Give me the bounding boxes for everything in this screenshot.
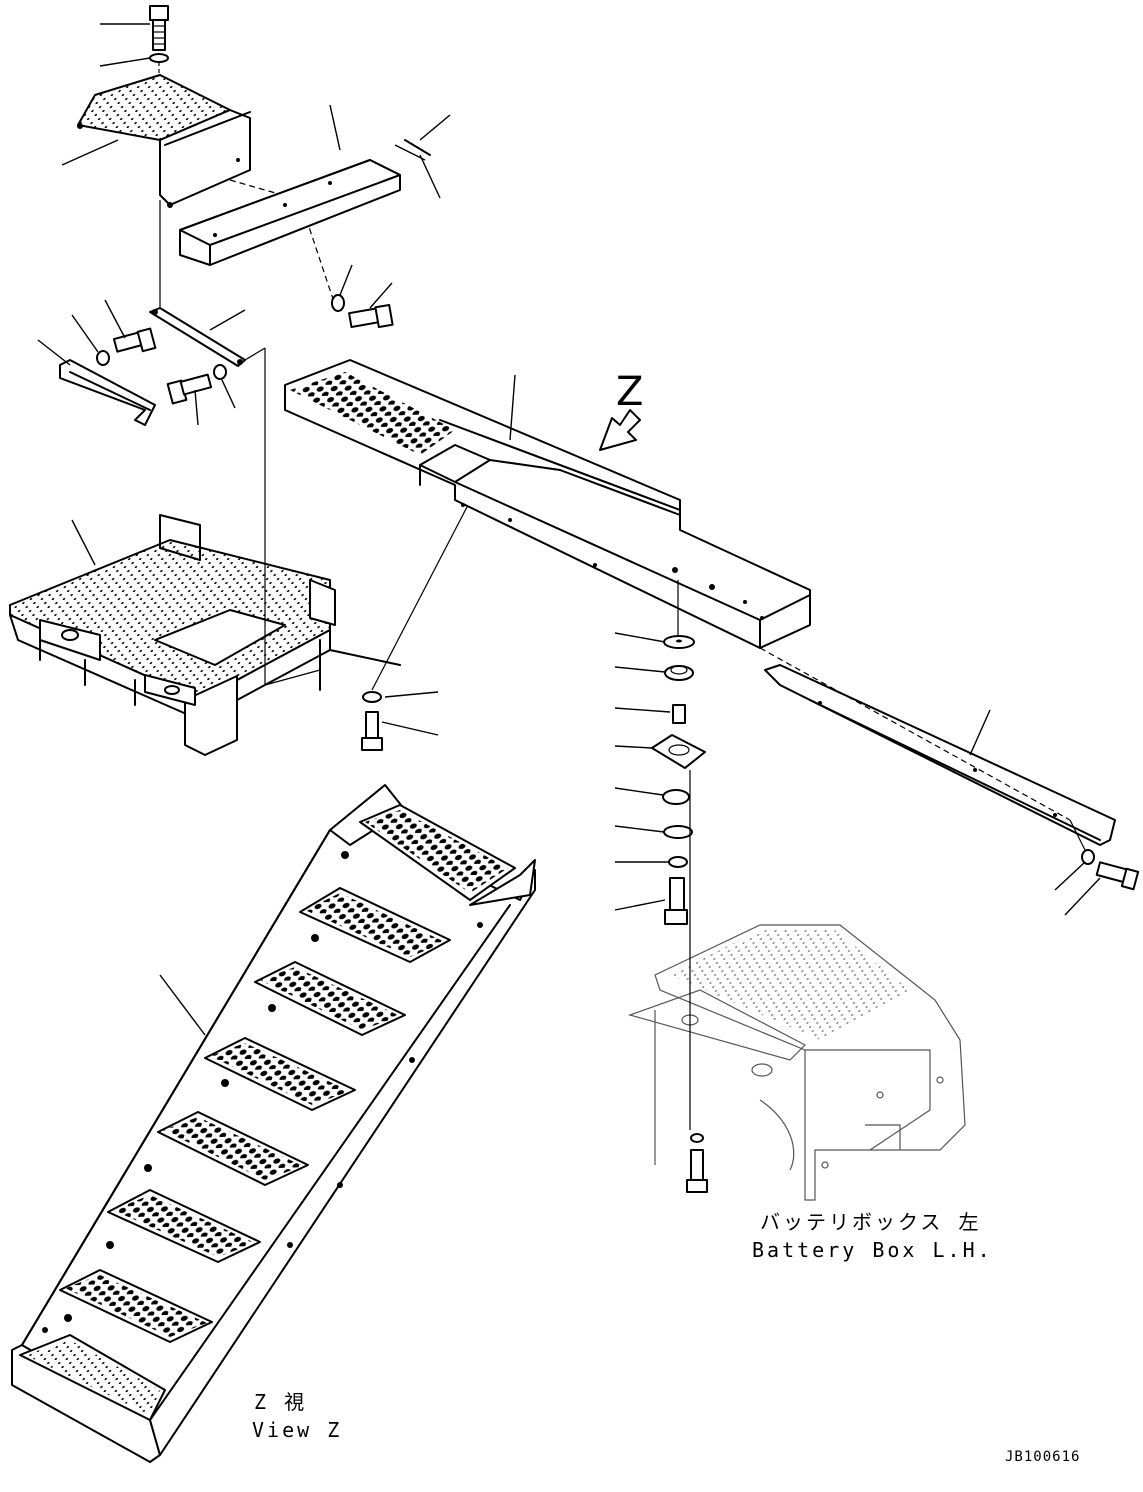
beam-washer xyxy=(331,294,345,312)
battery-bolt xyxy=(686,1149,708,1193)
mount-stack xyxy=(651,635,706,925)
beam-bolt xyxy=(348,303,394,329)
walkway-beam xyxy=(284,359,811,649)
view-z-arrow xyxy=(599,409,641,451)
top-washer xyxy=(149,53,169,63)
bolt-left-2 xyxy=(166,373,213,405)
battery-box-caption-en: Battery Box L.H. xyxy=(752,1238,993,1262)
battery-box-caption-jp: バッテリボックス 左 xyxy=(760,1210,982,1234)
step-bracket-upper xyxy=(77,74,251,208)
battery-box xyxy=(628,924,966,1201)
angle-bracket xyxy=(59,359,156,426)
top-bolt xyxy=(149,5,169,51)
bolt-left-1 xyxy=(112,327,157,353)
view-z-caption-en: View Z xyxy=(252,1418,343,1442)
cover-beam xyxy=(179,159,401,266)
platform-left xyxy=(9,514,401,756)
bolt-mid xyxy=(361,711,383,751)
support-rod xyxy=(149,307,246,367)
view-z-caption-jp: Z 視 xyxy=(254,1390,308,1414)
rail-bolt xyxy=(1095,861,1140,891)
drawing-number: JB100616 xyxy=(1005,1449,1081,1465)
stairway xyxy=(11,784,536,1463)
right-angle-rail xyxy=(764,664,1116,846)
view-z-marker: Z xyxy=(616,369,644,415)
